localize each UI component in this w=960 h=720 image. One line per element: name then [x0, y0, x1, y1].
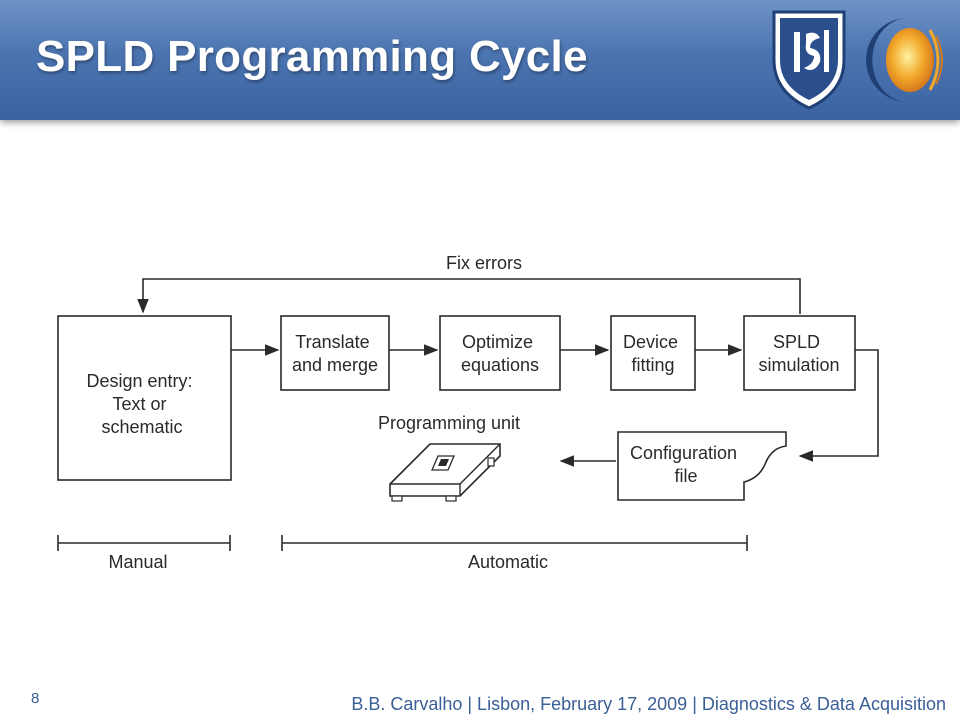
optimize-equations-label: Optimize equations — [461, 332, 539, 375]
slide-header: SPLD Programming Cycle — [0, 0, 960, 120]
page-number: 8 — [31, 690, 40, 707]
slide-title: SPLD Programming Cycle — [36, 32, 588, 81]
manual-bracket — [57, 535, 231, 551]
programming-unit-icon — [389, 443, 501, 502]
automatic-label: Automatic — [468, 552, 548, 572]
fix-errors-label: Fix errors — [446, 253, 522, 273]
automatic-bracket — [281, 535, 748, 551]
ist-shield-logo — [772, 10, 846, 110]
translate-merge-box — [280, 315, 390, 391]
device-fitting-box — [610, 315, 696, 391]
manual-label: Manual — [108, 552, 167, 572]
footer-text: B.B. Carvalho | Lisbon, February 17, 200… — [351, 694, 946, 714]
configuration-file-shape — [617, 431, 787, 501]
optimize-equations-box — [439, 315, 561, 391]
design-entry-box — [57, 315, 232, 481]
programming-unit-label: Programming unit — [378, 413, 520, 433]
device-fitting-label: Device fitting — [623, 332, 683, 375]
design-entry-label: Design entry: Text or schematic — [86, 371, 197, 437]
configuration-file-label: Configuration file — [630, 443, 742, 486]
spld-simulation-label: SPLD simulation — [758, 332, 839, 375]
cfn-logo — [866, 18, 943, 102]
fix-errors-arrow — [137, 278, 801, 314]
translate-merge-label: Translate and merge — [292, 332, 378, 375]
arrow-simulation-to-config — [798, 349, 879, 462]
spld-simulation-box — [743, 315, 856, 391]
